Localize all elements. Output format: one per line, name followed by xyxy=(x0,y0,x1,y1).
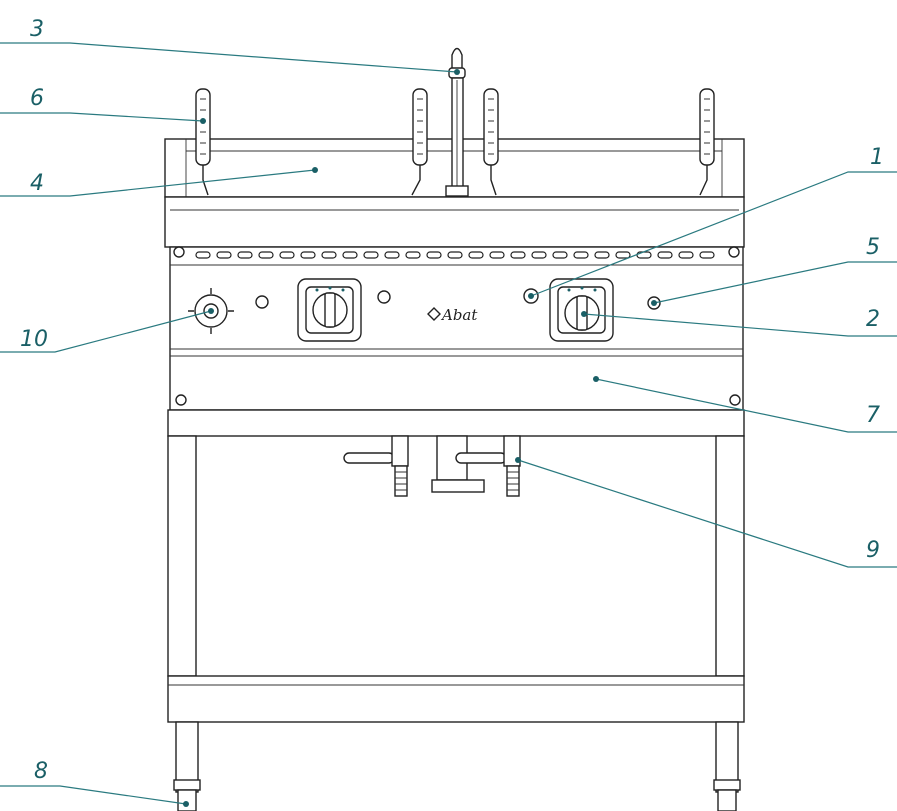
vent-slot xyxy=(279,251,295,259)
vent-slot xyxy=(300,251,316,259)
vent-slot xyxy=(468,251,484,259)
basket-handle-2 xyxy=(411,88,428,196)
brand-logo-text: Abat xyxy=(440,306,478,324)
basket-handles xyxy=(195,88,715,196)
callout-leaders xyxy=(0,42,897,805)
rotary-switch-left xyxy=(297,278,362,342)
vent-slot xyxy=(363,251,379,259)
leader-9 xyxy=(517,459,897,568)
callout-labels: 3 6 4 1 5 10 2 7 9 8 xyxy=(20,17,884,784)
leader-6 xyxy=(0,112,204,122)
drain-valve-left xyxy=(343,435,409,497)
callout-9: 9 xyxy=(866,538,880,563)
leader-7 xyxy=(595,378,897,433)
vent-slot xyxy=(594,251,610,259)
brand-logo: Abat xyxy=(427,306,478,324)
control-panel: Abat xyxy=(169,246,744,411)
vent-slot xyxy=(657,251,673,259)
callout-dots xyxy=(183,69,657,807)
leader-4 xyxy=(0,169,316,197)
stand-frame xyxy=(167,409,745,793)
vent-slot xyxy=(195,251,211,259)
drain-pipe xyxy=(431,435,485,493)
vent-slot xyxy=(678,251,694,259)
vent-slot xyxy=(489,251,505,259)
indicator-lamp-center xyxy=(377,290,391,304)
rotary-switch-right xyxy=(549,278,614,342)
callout-5: 5 xyxy=(866,235,880,260)
callout-2: 2 xyxy=(866,307,880,332)
callout-3: 3 xyxy=(30,17,44,42)
drain-valve-right xyxy=(455,435,521,497)
vent-slot xyxy=(636,251,652,259)
vent-slot xyxy=(510,251,526,259)
vent-slot xyxy=(237,251,253,259)
leader-3 xyxy=(0,42,458,73)
leader-8 xyxy=(0,785,187,805)
basket-handle-3 xyxy=(483,88,499,196)
callout-6: 6 xyxy=(30,86,44,111)
vent-slot xyxy=(573,251,589,259)
callout-7: 7 xyxy=(866,403,880,428)
leader-1 xyxy=(530,171,897,297)
leader-2 xyxy=(583,313,897,337)
leader-10 xyxy=(0,310,212,353)
vent-slot xyxy=(552,251,568,259)
leader-5 xyxy=(653,261,897,304)
callout-4: 4 xyxy=(30,171,44,196)
basket-handle-4 xyxy=(699,88,715,196)
vent-slot xyxy=(531,251,547,259)
callout-1: 1 xyxy=(870,145,884,170)
vent-slot xyxy=(216,251,232,259)
basket-handle-1 xyxy=(195,88,211,196)
callout-10: 10 xyxy=(20,327,48,352)
drain-valves xyxy=(343,435,521,497)
leg-feet xyxy=(173,779,741,811)
vent-slot xyxy=(447,251,463,259)
vent-slots xyxy=(195,251,715,259)
vent-slot xyxy=(699,251,715,259)
vent-slot xyxy=(321,251,337,259)
vent-slot xyxy=(405,251,421,259)
vent-slot xyxy=(258,251,274,259)
indicator-lamp-left xyxy=(255,295,269,309)
vent-slot xyxy=(384,251,400,259)
vent-slot xyxy=(615,251,631,259)
water-faucet xyxy=(445,47,469,197)
vent-slot xyxy=(426,251,442,259)
vent-slot xyxy=(342,251,358,259)
callout-8: 8 xyxy=(34,759,48,784)
